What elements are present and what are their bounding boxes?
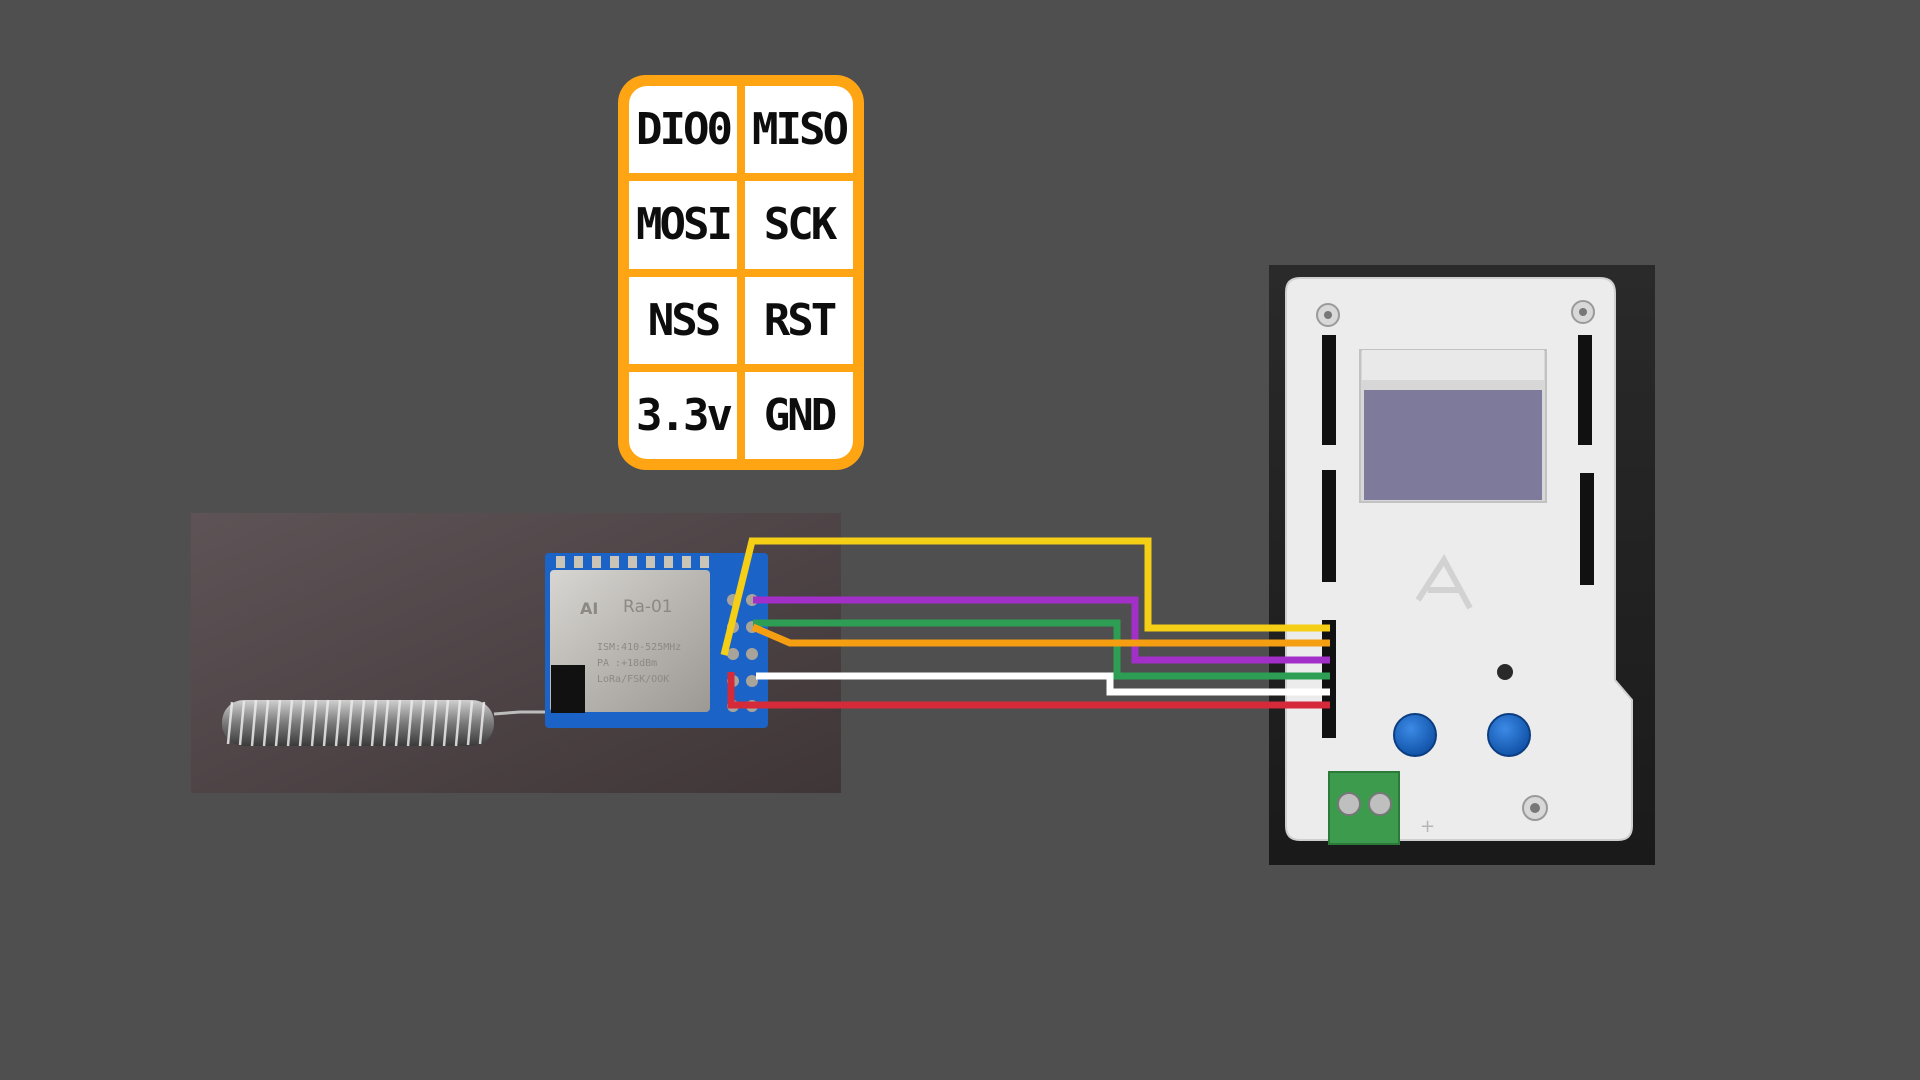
wire-green (753, 619, 1330, 680)
wire-yellow (720, 537, 1330, 656)
push-button-left[interactable] (1393, 713, 1437, 757)
header-left-top (1322, 335, 1336, 445)
wire-orange (751, 623, 1330, 647)
header-left-mid (1322, 470, 1336, 582)
wire-white (756, 672, 1330, 696)
ipex-connector (551, 665, 585, 713)
pcb-pads (556, 556, 709, 568)
header-right-top (1578, 335, 1592, 445)
pinout-legend: DIO0 MISO MOSI SCK NSS RST 3.3v GND (618, 75, 864, 470)
pin-label-miso: MISO (745, 86, 853, 174)
pin-label-dio0: DIO0 (629, 86, 737, 174)
controller-board-photo: + (1269, 265, 1655, 865)
spring-antenna (222, 699, 548, 747)
pin-label-sck: SCK (745, 181, 853, 269)
pin-label-gnd: GND (745, 371, 853, 459)
shield-model: Ra-01 (623, 597, 673, 617)
lora-module-photo: AI Ra-01 ISM:410-525MHz PA :+18dBm LoRa/… (191, 513, 841, 793)
pin-label-nss: NSS (629, 276, 737, 364)
shield-line-3: LoRa/FSK/OOK (597, 674, 669, 685)
svg-text:+: + (1420, 816, 1435, 837)
oled-screen (1364, 390, 1542, 500)
pin-label-rst: RST (745, 276, 853, 364)
wires (720, 537, 1330, 709)
shield-brand: AI (580, 599, 598, 618)
shield-line-2: PA :+18dBm (597, 658, 657, 669)
wire-red (727, 672, 1330, 709)
logo-emboss (1415, 554, 1473, 610)
header-right-mid (1580, 473, 1594, 585)
rf-shield (550, 570, 710, 712)
push-button-right[interactable] (1487, 713, 1531, 757)
status-led (1497, 664, 1513, 680)
wire-purple (753, 596, 1330, 664)
shield-line-1: ISM:410-525MHz (597, 642, 681, 653)
pin-label-3v3: 3.3v (629, 371, 737, 459)
pin-label-mosi: MOSI (629, 181, 737, 269)
